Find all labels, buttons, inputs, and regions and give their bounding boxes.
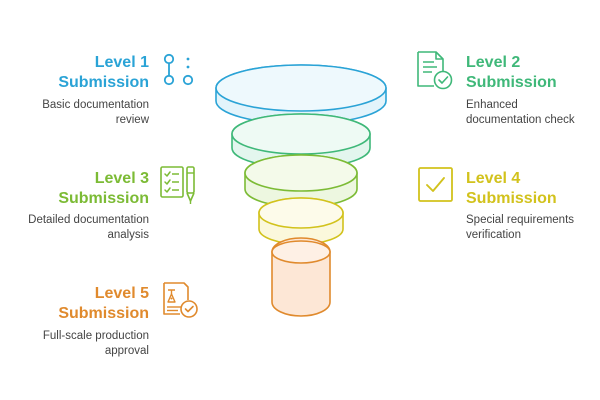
- level-3-title-line1: Level 3: [94, 170, 149, 187]
- branch-icon: [163, 53, 194, 86]
- level-4-title-line2: Submission: [466, 190, 557, 207]
- level-3-desc-line2: analysis: [107, 229, 149, 241]
- level-1-desc-line1: Basic documentation: [42, 99, 149, 111]
- level-1-title-line2: Submission: [58, 74, 149, 91]
- level-5-title-line1: Level 5: [94, 285, 149, 302]
- funnel-tier-2: [231, 113, 371, 169]
- level-1-desc-line2: review: [115, 114, 149, 126]
- level-2-block: Level 2 Submission: [466, 53, 596, 93]
- level-4-desc-line2: verification: [466, 229, 521, 241]
- level-1-description: Basic documentation review: [0, 98, 149, 128]
- funnel-tier-4: [258, 197, 344, 245]
- checklist-pen-icon: [160, 166, 195, 204]
- level-2-title: Level 2 Submission: [466, 53, 596, 93]
- level-3-title: Level 3 Submission: [0, 169, 149, 209]
- level-5-description: Full-scale production approval: [0, 329, 149, 359]
- level-4-title-line1: Level 4: [466, 170, 521, 187]
- funnel-tier-3: [244, 154, 358, 208]
- checkbox-icon: [418, 167, 453, 202]
- level-1-title-line1: Level 1: [94, 54, 149, 71]
- level-2-description: Enhanced documentation check: [466, 98, 596, 128]
- level-5-desc-line1: Full-scale production: [42, 330, 149, 342]
- level-2-desc-line2: documentation check: [466, 114, 575, 126]
- funnel-tier-1: [215, 64, 387, 125]
- certificate-approval-icon: [163, 282, 198, 318]
- level-5-title: Level 5 Submission: [0, 284, 149, 324]
- level-3-description: Detailed documentation analysis: [0, 213, 149, 243]
- level-2-title-line1: Level 2: [466, 54, 521, 71]
- level-2-title-line2: Submission: [466, 74, 557, 91]
- document-check-icon: [417, 51, 453, 90]
- level-4-title: Level 4 Submission: [466, 169, 596, 209]
- level-1-title: Level 1 Submission: [0, 53, 149, 93]
- level-4-desc-line1: Special requirements: [466, 214, 575, 226]
- level-4-block: Level 4 Submission: [466, 169, 596, 209]
- level-5-block: Level 5 Submission: [0, 284, 149, 324]
- level-2-desc-line1: Enhanced: [466, 99, 518, 111]
- level-4-description: Special requirements verification: [466, 213, 596, 243]
- level-3-desc-line1: Detailed documentation: [28, 214, 149, 226]
- level-5-desc-line2: approval: [104, 345, 149, 357]
- level-3-block: Level 3 Submission: [0, 169, 149, 209]
- level-3-title-line2: Submission: [58, 190, 149, 207]
- level-1-block: Level 1 Submission: [0, 53, 149, 93]
- funnel-tier-5: [271, 237, 331, 317]
- level-5-title-line2: Submission: [58, 305, 149, 322]
